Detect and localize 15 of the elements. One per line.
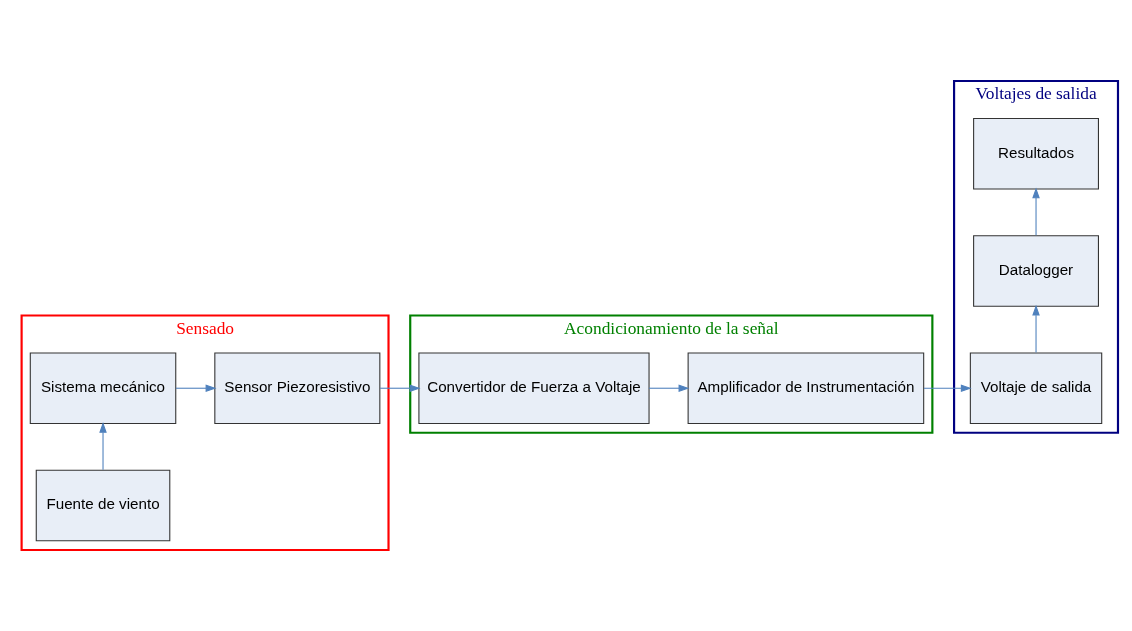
node-box: Sensor Piezoresistivo	[214, 352, 381, 425]
node-box: Sistema mecánico	[29, 352, 177, 425]
arrow	[1032, 187, 1040, 236]
arrow	[99, 421, 107, 471]
node-box: Convertidor de Fuerza a Voltaje	[418, 352, 650, 425]
arrow	[1032, 304, 1040, 354]
node-box: Amplificador de Instrumentación	[687, 352, 925, 425]
node-box: Voltaje de salida	[969, 352, 1103, 425]
node-box: Datalogger	[973, 235, 1099, 307]
arrow	[648, 384, 690, 393]
node-box: Fuente de viento	[35, 469, 171, 542]
arrow	[379, 384, 421, 393]
node-box: Resultados	[973, 117, 1099, 190]
arrow	[923, 384, 972, 393]
arrow	[175, 384, 217, 393]
